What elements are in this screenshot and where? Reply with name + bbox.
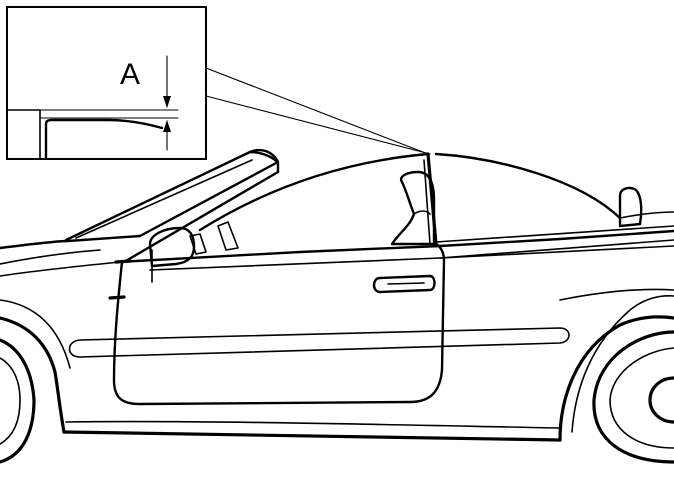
door-hinge-lower [108,295,126,300]
roof [198,152,674,246]
car-body [0,229,674,442]
dimension-label-a: A [120,58,140,91]
steering-wheel [189,221,239,255]
side-moulding [68,327,570,358]
door-handle [372,274,436,294]
detail-inset: A [6,6,207,160]
rear-wheel [592,330,674,464]
front-seat [390,170,436,246]
front-wheel [0,338,36,464]
door [108,242,446,406]
rear-seat [618,186,643,228]
windshield [64,148,280,264]
side-mirror [148,226,196,283]
callout-leader-lines [205,67,431,155]
